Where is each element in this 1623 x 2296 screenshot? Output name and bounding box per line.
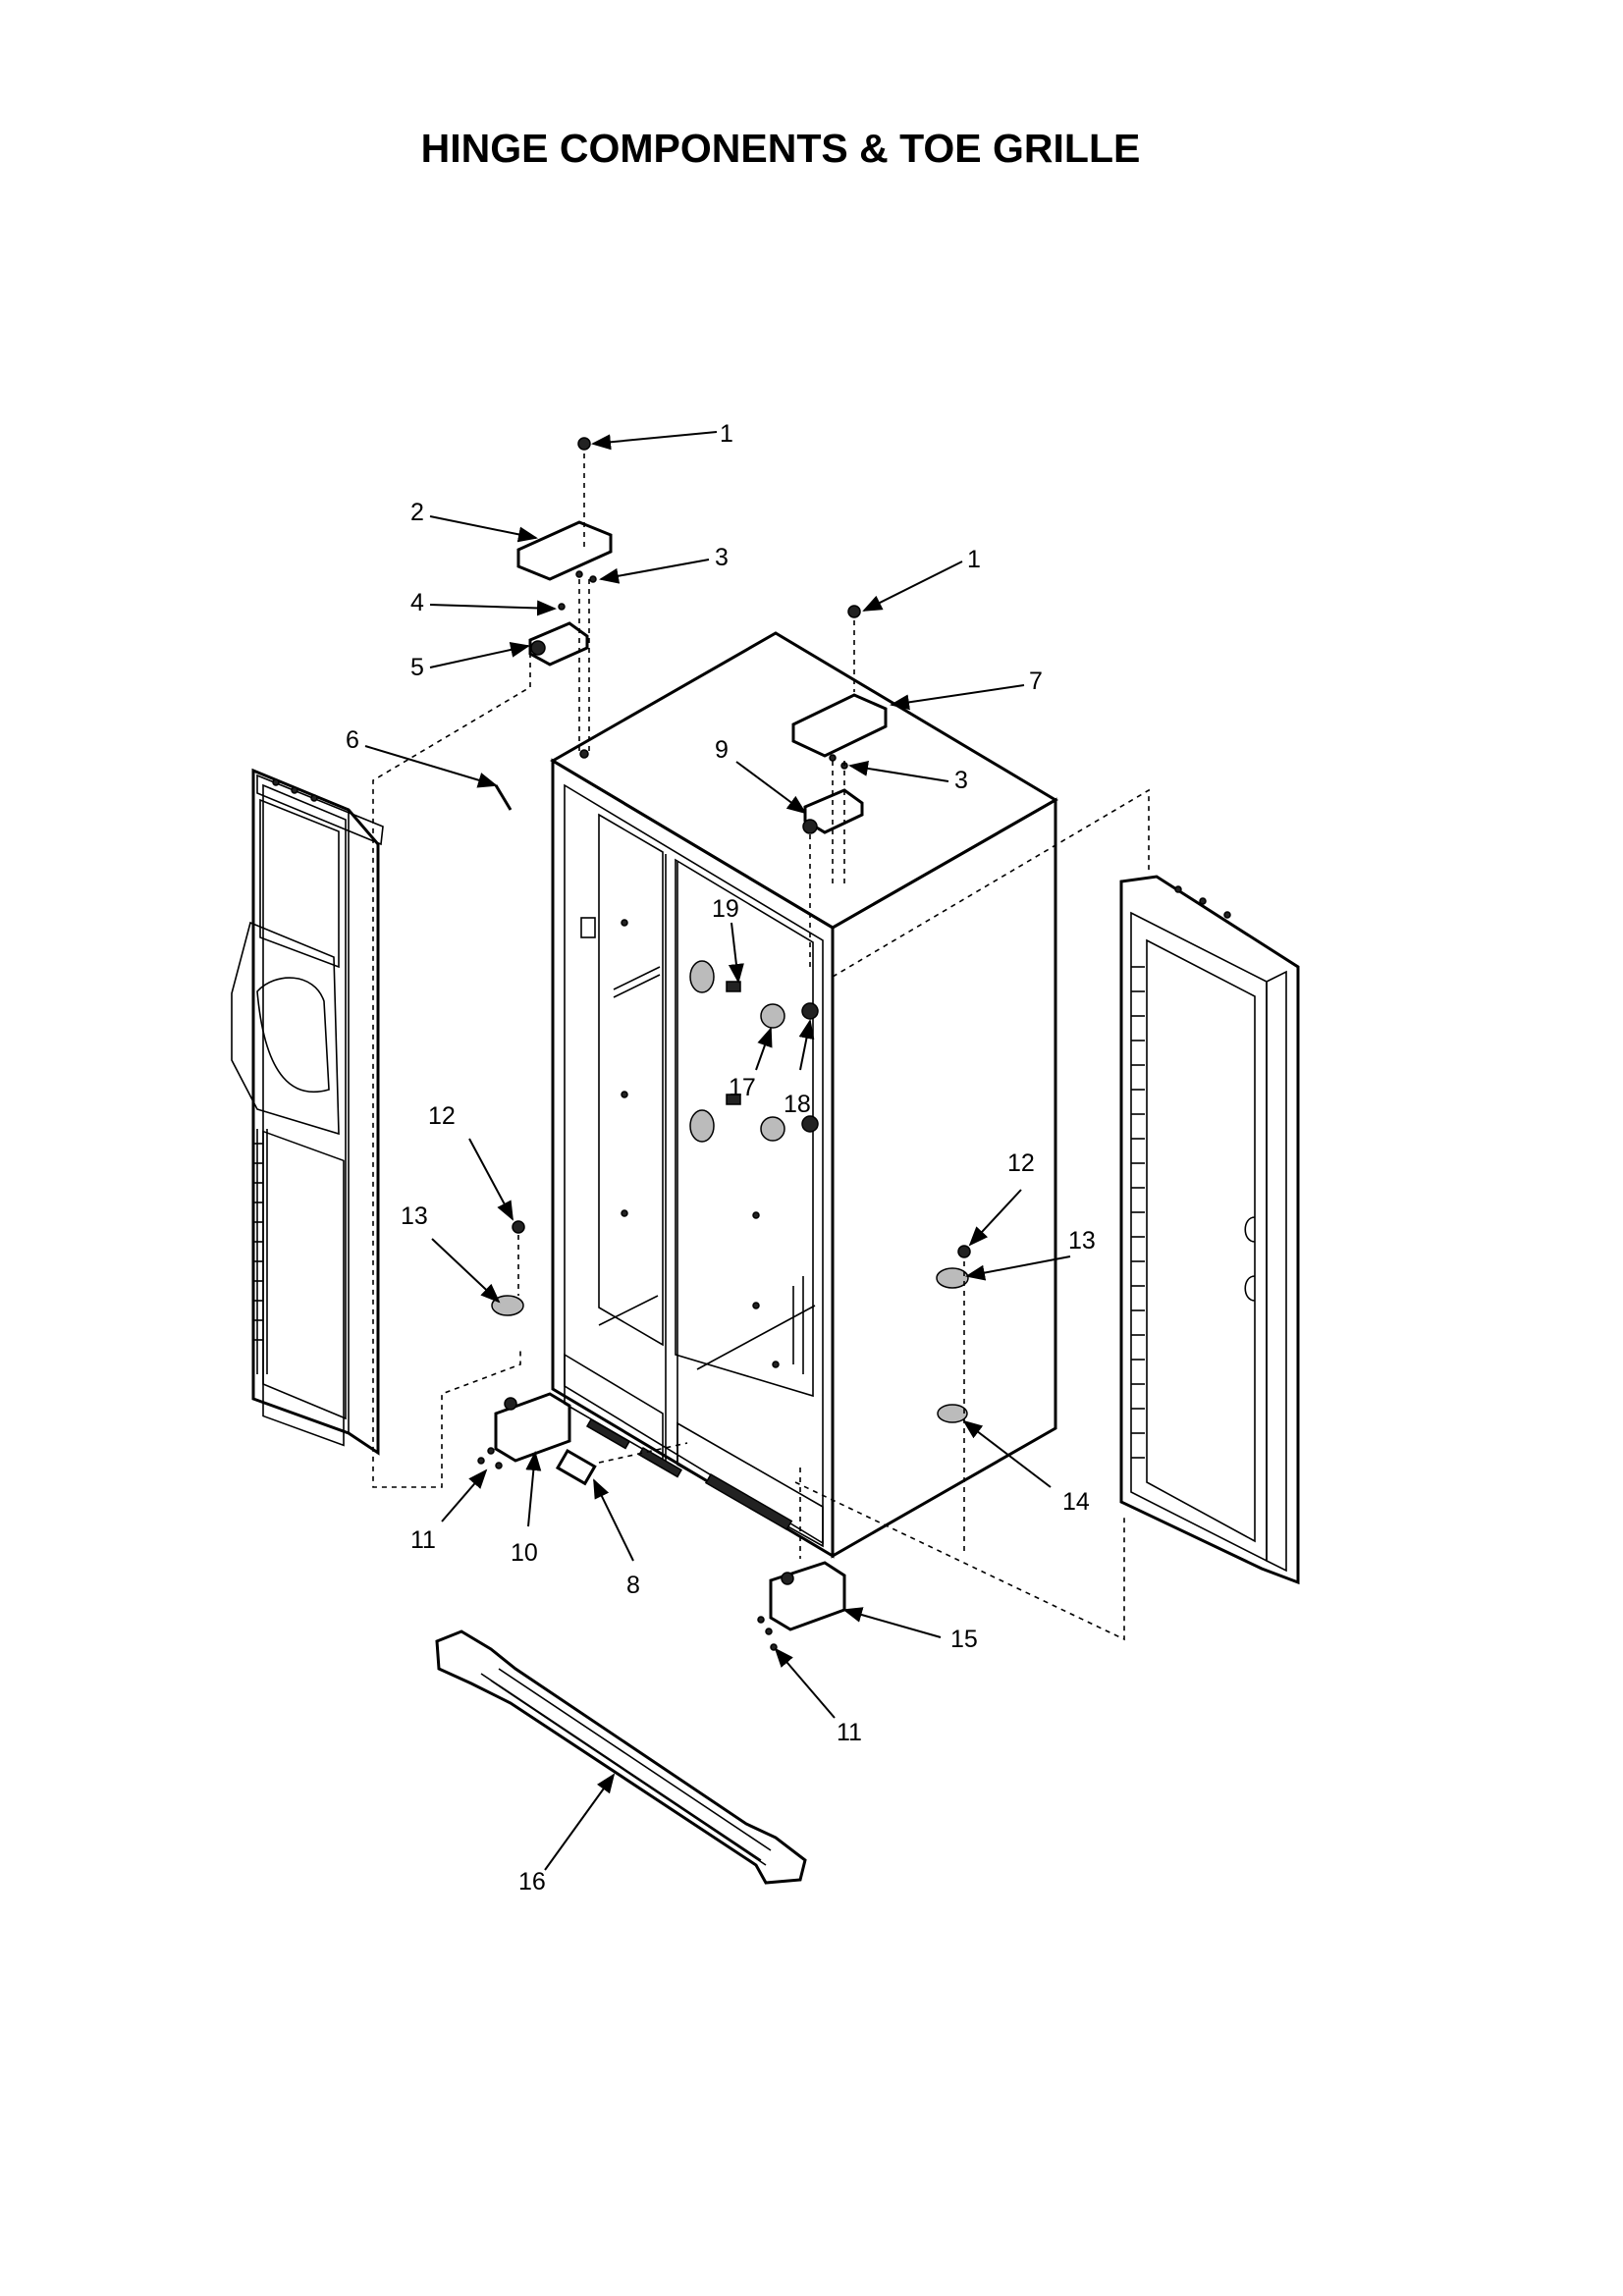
right-door-shelf-ticks xyxy=(1131,966,1145,1459)
callout-1-top: 1 xyxy=(720,420,733,448)
callout-12-right: 12 xyxy=(1007,1149,1035,1177)
leader-lines xyxy=(364,431,1071,1871)
callout-15: 15 xyxy=(950,1626,978,1653)
callout-2: 2 xyxy=(410,499,424,526)
right-door xyxy=(1119,875,1300,1585)
left-door xyxy=(231,768,384,1456)
callout-17: 17 xyxy=(729,1074,756,1101)
left-door-shelf-ticks xyxy=(253,1143,263,1341)
alignment-lines xyxy=(372,454,1150,1641)
callout-6: 6 xyxy=(346,726,359,754)
page-title: HINGE COMPONENTS & TOE GRILLE xyxy=(420,126,1141,171)
callout-13-left: 13 xyxy=(401,1202,428,1230)
callout-18: 18 xyxy=(784,1091,811,1118)
callout-10: 10 xyxy=(511,1539,538,1567)
callout-14: 14 xyxy=(1062,1488,1090,1516)
callout-8: 8 xyxy=(626,1572,640,1599)
callout-11-right: 11 xyxy=(837,1719,862,1746)
callout-5: 5 xyxy=(410,654,424,681)
callout-1-right: 1 xyxy=(967,546,981,573)
toe-grille xyxy=(435,1629,807,1885)
hinge-parts xyxy=(477,437,971,1651)
callout-4: 4 xyxy=(410,589,424,616)
callout-12-left: 12 xyxy=(428,1102,456,1130)
callout-3-right: 3 xyxy=(954,767,968,794)
callout-labels: 1 2 3 1 4 5 7 6 9 3 19 17 18 12 12 13 13… xyxy=(346,420,1096,1896)
callout-13-right: 13 xyxy=(1068,1227,1096,1255)
callout-7: 7 xyxy=(1029,667,1043,695)
callout-9: 9 xyxy=(715,736,729,764)
cabinet xyxy=(550,631,1058,1559)
callout-19: 19 xyxy=(712,895,739,923)
callout-3-top: 3 xyxy=(715,544,729,571)
callout-16: 16 xyxy=(518,1868,546,1896)
callout-11-left: 11 xyxy=(410,1526,436,1554)
